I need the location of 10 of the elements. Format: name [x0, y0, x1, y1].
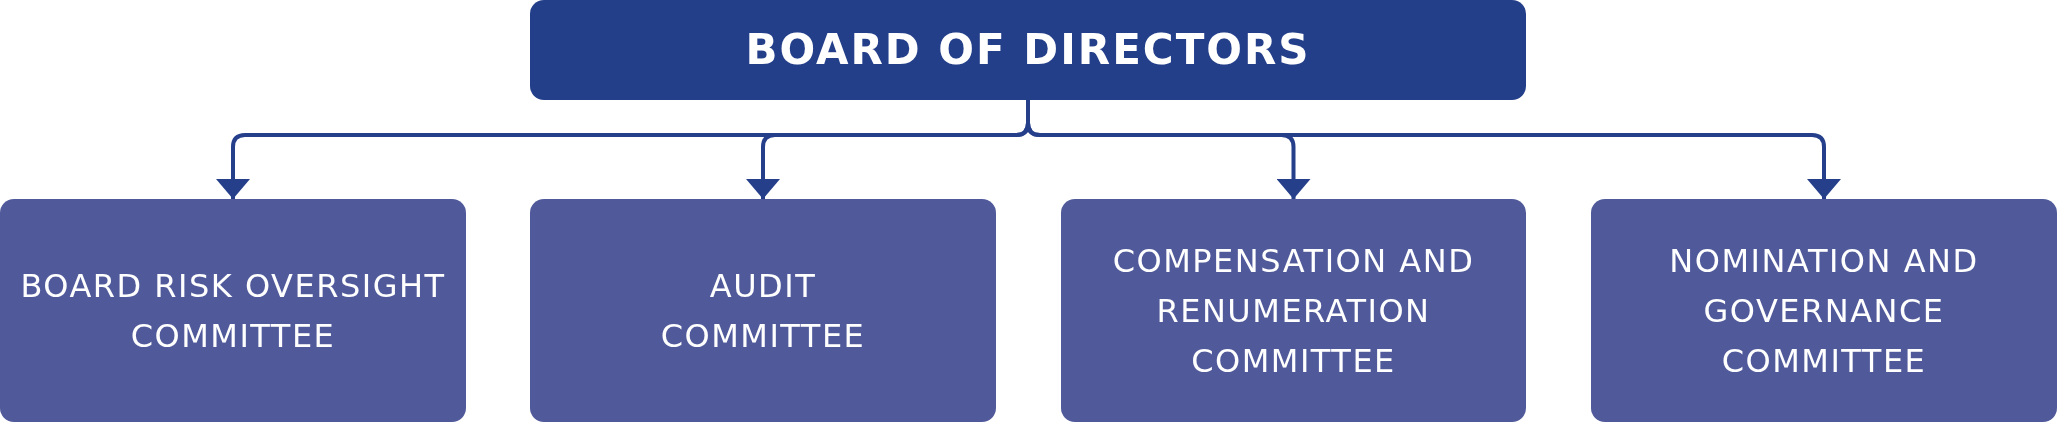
committee-name: COMPENSATION AND RENUMERATION COMMITTEE	[1111, 240, 1476, 382]
committee-box	[1061, 199, 1526, 422]
committee-name: AUDIT COMMITTEE	[659, 265, 867, 357]
committee-box	[530, 199, 996, 422]
board-box	[530, 0, 1526, 100]
committee-name: BOARD RISK OVERSIGHT COMMITTEE	[19, 265, 447, 357]
board-title: BOARD OF DIRECTORS	[745, 24, 1311, 76]
committee-name: NOMINATION AND GOVERNANCE COMMITTEE	[1668, 240, 1980, 382]
committee-box	[1591, 199, 2057, 422]
committee-box	[0, 199, 466, 422]
